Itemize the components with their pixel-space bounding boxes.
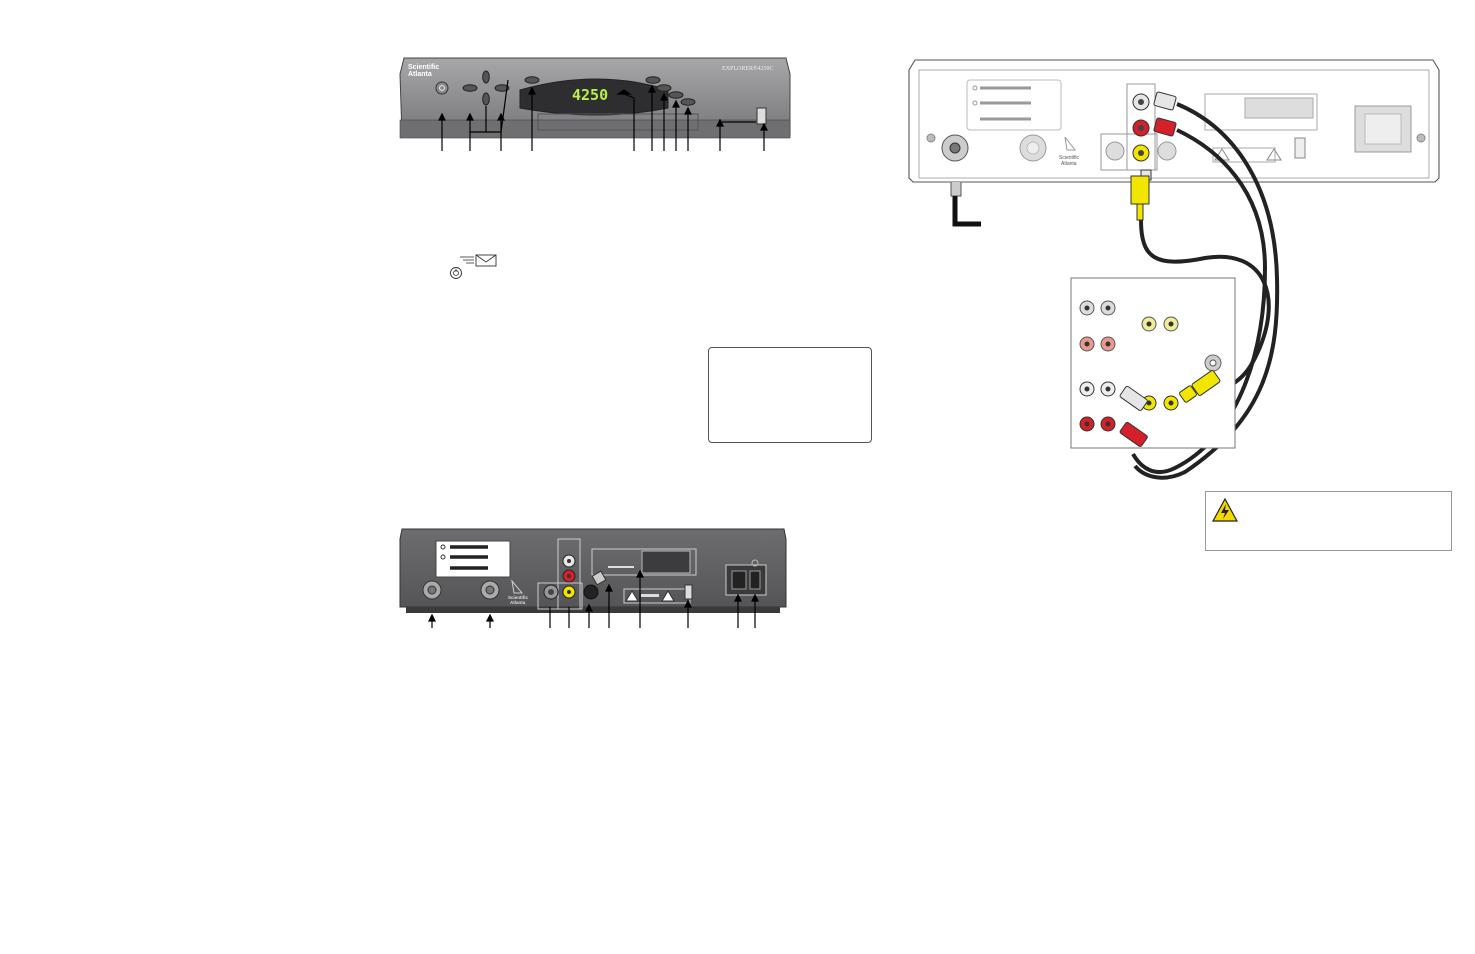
power-icon [450, 267, 462, 279]
hookup-diagram: Scientific Atlanta [908, 59, 1440, 480]
button-3[interactable] [482, 92, 490, 106]
power-button[interactable] [435, 81, 449, 95]
button-6[interactable] [645, 76, 661, 84]
front-callout-arrows [438, 79, 768, 151]
front-display: 4250 [572, 86, 608, 104]
hookup-brand-2: Atlanta [1061, 161, 1077, 167]
button-4[interactable] [494, 84, 510, 92]
warning-icon [1212, 498, 1238, 522]
back-brand-1: Scientific [508, 595, 529, 600]
back-brand-2: Atlanta [510, 600, 526, 605]
warning-box [1205, 491, 1452, 551]
back-panel-diagram: Scientific Atlanta [399, 528, 787, 628]
s-video-port[interactable] [583, 584, 599, 600]
front-brand-1: Scientific [408, 64, 439, 71]
button-7[interactable] [656, 84, 672, 92]
button-2[interactable] [482, 70, 490, 84]
note-box [708, 347, 872, 443]
power-outlet [749, 570, 761, 590]
front-brand-2: Atlanta [408, 71, 432, 78]
back-callout-arrows [428, 569, 759, 628]
icon-legend [444, 252, 506, 282]
mail-icon [460, 254, 497, 267]
button-9[interactable] [680, 98, 696, 106]
front-panel-diagram: 4250 Scientific Atlanta EXPLORER®4250C [399, 57, 791, 151]
hookup-brand-1: Scientific [1059, 155, 1080, 161]
usb-port [756, 107, 767, 125]
button-5[interactable] [524, 76, 540, 84]
button-1[interactable] [462, 84, 478, 92]
back-usb-port [684, 584, 693, 600]
front-model: EXPLORER®4250C [722, 65, 774, 72]
button-8[interactable] [668, 91, 684, 99]
